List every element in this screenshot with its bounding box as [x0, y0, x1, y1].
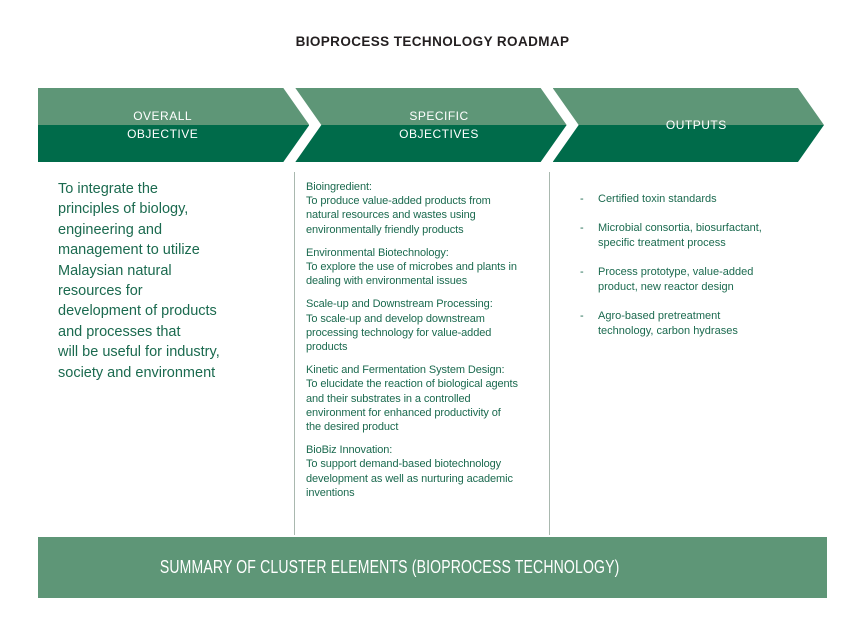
output-item-text: Agro-based pretreatment technology, carb…	[598, 309, 738, 338]
bullet-dash: -	[580, 193, 584, 205]
objective-group-title: Scale-up and Downstream Processing:	[306, 298, 493, 311]
output-item-agro-pretreatment: - Agro-based pretreatment technology, ca…	[580, 309, 830, 340]
output-item-microbial-consortia: - Microbial consortia, biosurfactant, sp…	[580, 221, 830, 252]
objective-group-body: To explore the use of microbes and plant…	[306, 261, 517, 288]
bullet-dash: -	[580, 309, 584, 322]
summary-banner-label: SUMMARY OF CLUSTER ELEMENTS (BIOPROCESS …	[159, 557, 620, 577]
arrow-outputs-label: OUTPUTS	[665, 118, 727, 132]
objective-group-title: Kinetic and Fermentation System Design:	[306, 364, 505, 377]
output-item-process-prototype: - Process prototype, value-added product…	[580, 265, 830, 296]
column-divider-1	[294, 172, 295, 535]
bullet-dash: -	[580, 265, 584, 278]
output-item-text: Certified toxin standards	[598, 193, 717, 205]
objective-group-title: Bioingredient:	[306, 181, 372, 193]
arrow-overall-objective-label: OVERALL OBJECTIVE	[127, 109, 199, 141]
output-item-certified-toxin: - Certified toxin standards	[580, 192, 830, 208]
objective-group-body: To scale-up and develop downstream proce…	[306, 312, 492, 354]
outputs-column: - Certified toxin standards - Microbial …	[580, 192, 830, 353]
column-divider-2	[549, 172, 550, 535]
objective-group-bioingredient: Bioingredient: To produce value-added pr…	[306, 180, 552, 237]
output-item-text: Microbial consortia, biosurfactant, spec…	[598, 221, 762, 250]
summary-banner: SUMMARY OF CLUSTER ELEMENTS (BIOPROCESS …	[38, 537, 827, 598]
overall-objective-column: To integrate the principles of biology, …	[58, 179, 294, 383]
arrow-overall-objective: OVERALL OBJECTIVE	[38, 88, 309, 162]
arrow-header-row: OVERALL OBJECTIVE SPECIFIC OBJECTIVES OU…	[38, 88, 824, 162]
page-title: BIOPROCESS TECHNOLOGY ROADMAP	[295, 34, 570, 49]
objective-group-body: To support demand-based biotechnology de…	[306, 458, 513, 499]
output-item-text: Process prototype, value-added product, …	[598, 265, 754, 294]
objective-group-body: To produce value-added products from nat…	[306, 195, 491, 236]
arrow-specific-objectives-label: SPECIFIC OBJECTIVES	[399, 109, 479, 141]
objective-group-kinetic-fermentation: Kinetic and Fermentation System Design: …	[306, 363, 552, 434]
bullet-dash: -	[580, 221, 584, 234]
objective-group-title: BioBiz Innovation:	[306, 444, 393, 457]
objective-group-biobiz-innovation: BioBiz Innovation: To support demand-bas…	[306, 443, 552, 500]
arrow-outputs: OUTPUTS	[553, 88, 824, 162]
objective-group-title: Environmental Biotechnology:	[306, 246, 449, 259]
objective-group-scale-up-downstream: Scale-up and Downstream Processing: To s…	[306, 297, 552, 354]
arrow-specific-objectives: SPECIFIC OBJECTIVES	[295, 88, 566, 162]
objective-group-environmental-biotechnology: Environmental Biotechnology: To explore …	[306, 246, 552, 289]
objective-group-body: To elucidate the reaction of biological …	[306, 378, 518, 434]
specific-objectives-column: Bioingredient: To produce value-added pr…	[306, 180, 552, 509]
overall-objective-text: To integrate the principles of biology, …	[58, 181, 220, 381]
